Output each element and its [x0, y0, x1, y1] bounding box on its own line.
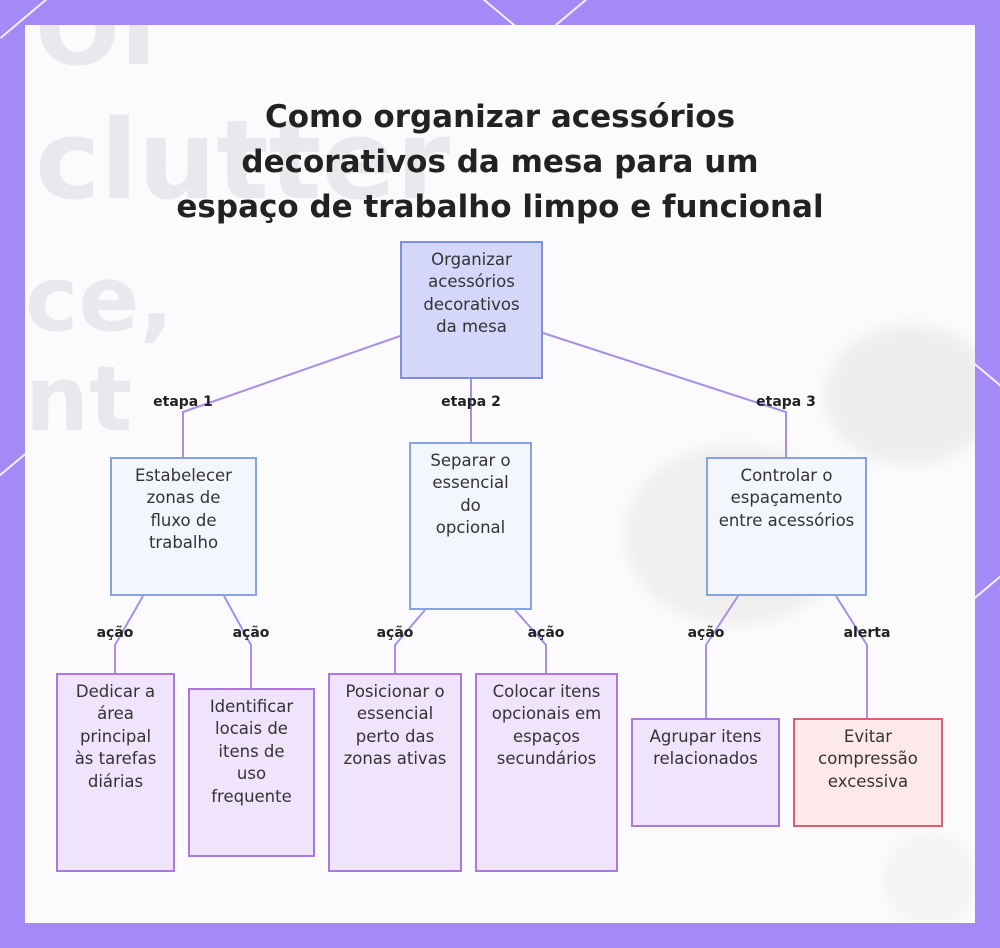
edge-root-s1 [183, 336, 400, 457]
node-a1: Dedicar a área principal às tarefas diár… [56, 673, 175, 872]
edge-label-root-s2: etapa 2 [439, 394, 503, 410]
edge-s3-a6 [836, 596, 867, 718]
edge-label-s2-a3: ação [375, 625, 416, 641]
node-label: Posicionar o essencial perto das zonas a… [343, 681, 448, 771]
edge-label-s1-a2: ação [231, 625, 272, 641]
edge-s2-a3 [395, 610, 425, 673]
edge-root-s3 [543, 333, 786, 457]
node-label: Organizar acessórios decorativos da mesa [417, 249, 527, 339]
node-label: Agrupar itens relacionados [646, 726, 766, 771]
edge-label-s2-a4: ação [526, 625, 567, 641]
node-label: Separar o essencial do opcional [423, 450, 518, 540]
node-a3: Posicionar o essencial perto das zonas a… [328, 673, 462, 872]
node-label: Identificar locais de itens de uso frequ… [202, 696, 302, 808]
edge-label-s3-a5: ação [686, 625, 727, 641]
node-a5: Agrupar itens relacionados [631, 718, 780, 827]
node-root: Organizar acessórios decorativos da mesa [400, 241, 543, 379]
node-label: Estabelecer zonas de fluxo de trabalho [126, 465, 241, 555]
edge-label-s3-a6: alerta [842, 625, 893, 641]
node-label: Dedicar a área principal às tarefas diár… [68, 681, 163, 793]
edge-s3-a5 [706, 596, 738, 718]
node-s1: Estabelecer zonas de fluxo de trabalho [110, 457, 257, 596]
node-label: Controlar o espaçamento entre acessórios [717, 465, 857, 532]
node-s2: Separar o essencial do opcional [409, 442, 532, 610]
edge-label-root-s1: etapa 1 [151, 394, 215, 410]
node-a2: Identificar locais de itens de uso frequ… [188, 688, 315, 857]
node-a4: Colocar itens opcionais em espaços secun… [475, 673, 618, 872]
node-label: Evitar compressão excessiva [808, 726, 928, 793]
edge-label-root-s3: etapa 3 [754, 394, 818, 410]
edge-label-s1-a1: ação [95, 625, 136, 641]
node-label: Colocar itens opcionais em espaços secun… [487, 681, 607, 771]
edge-s2-a4 [515, 610, 546, 673]
node-s3: Controlar o espaçamento entre acessórios [706, 457, 867, 596]
node-a6: Evitar compressão excessiva [793, 718, 943, 827]
edge-s1-a2 [224, 596, 251, 688]
